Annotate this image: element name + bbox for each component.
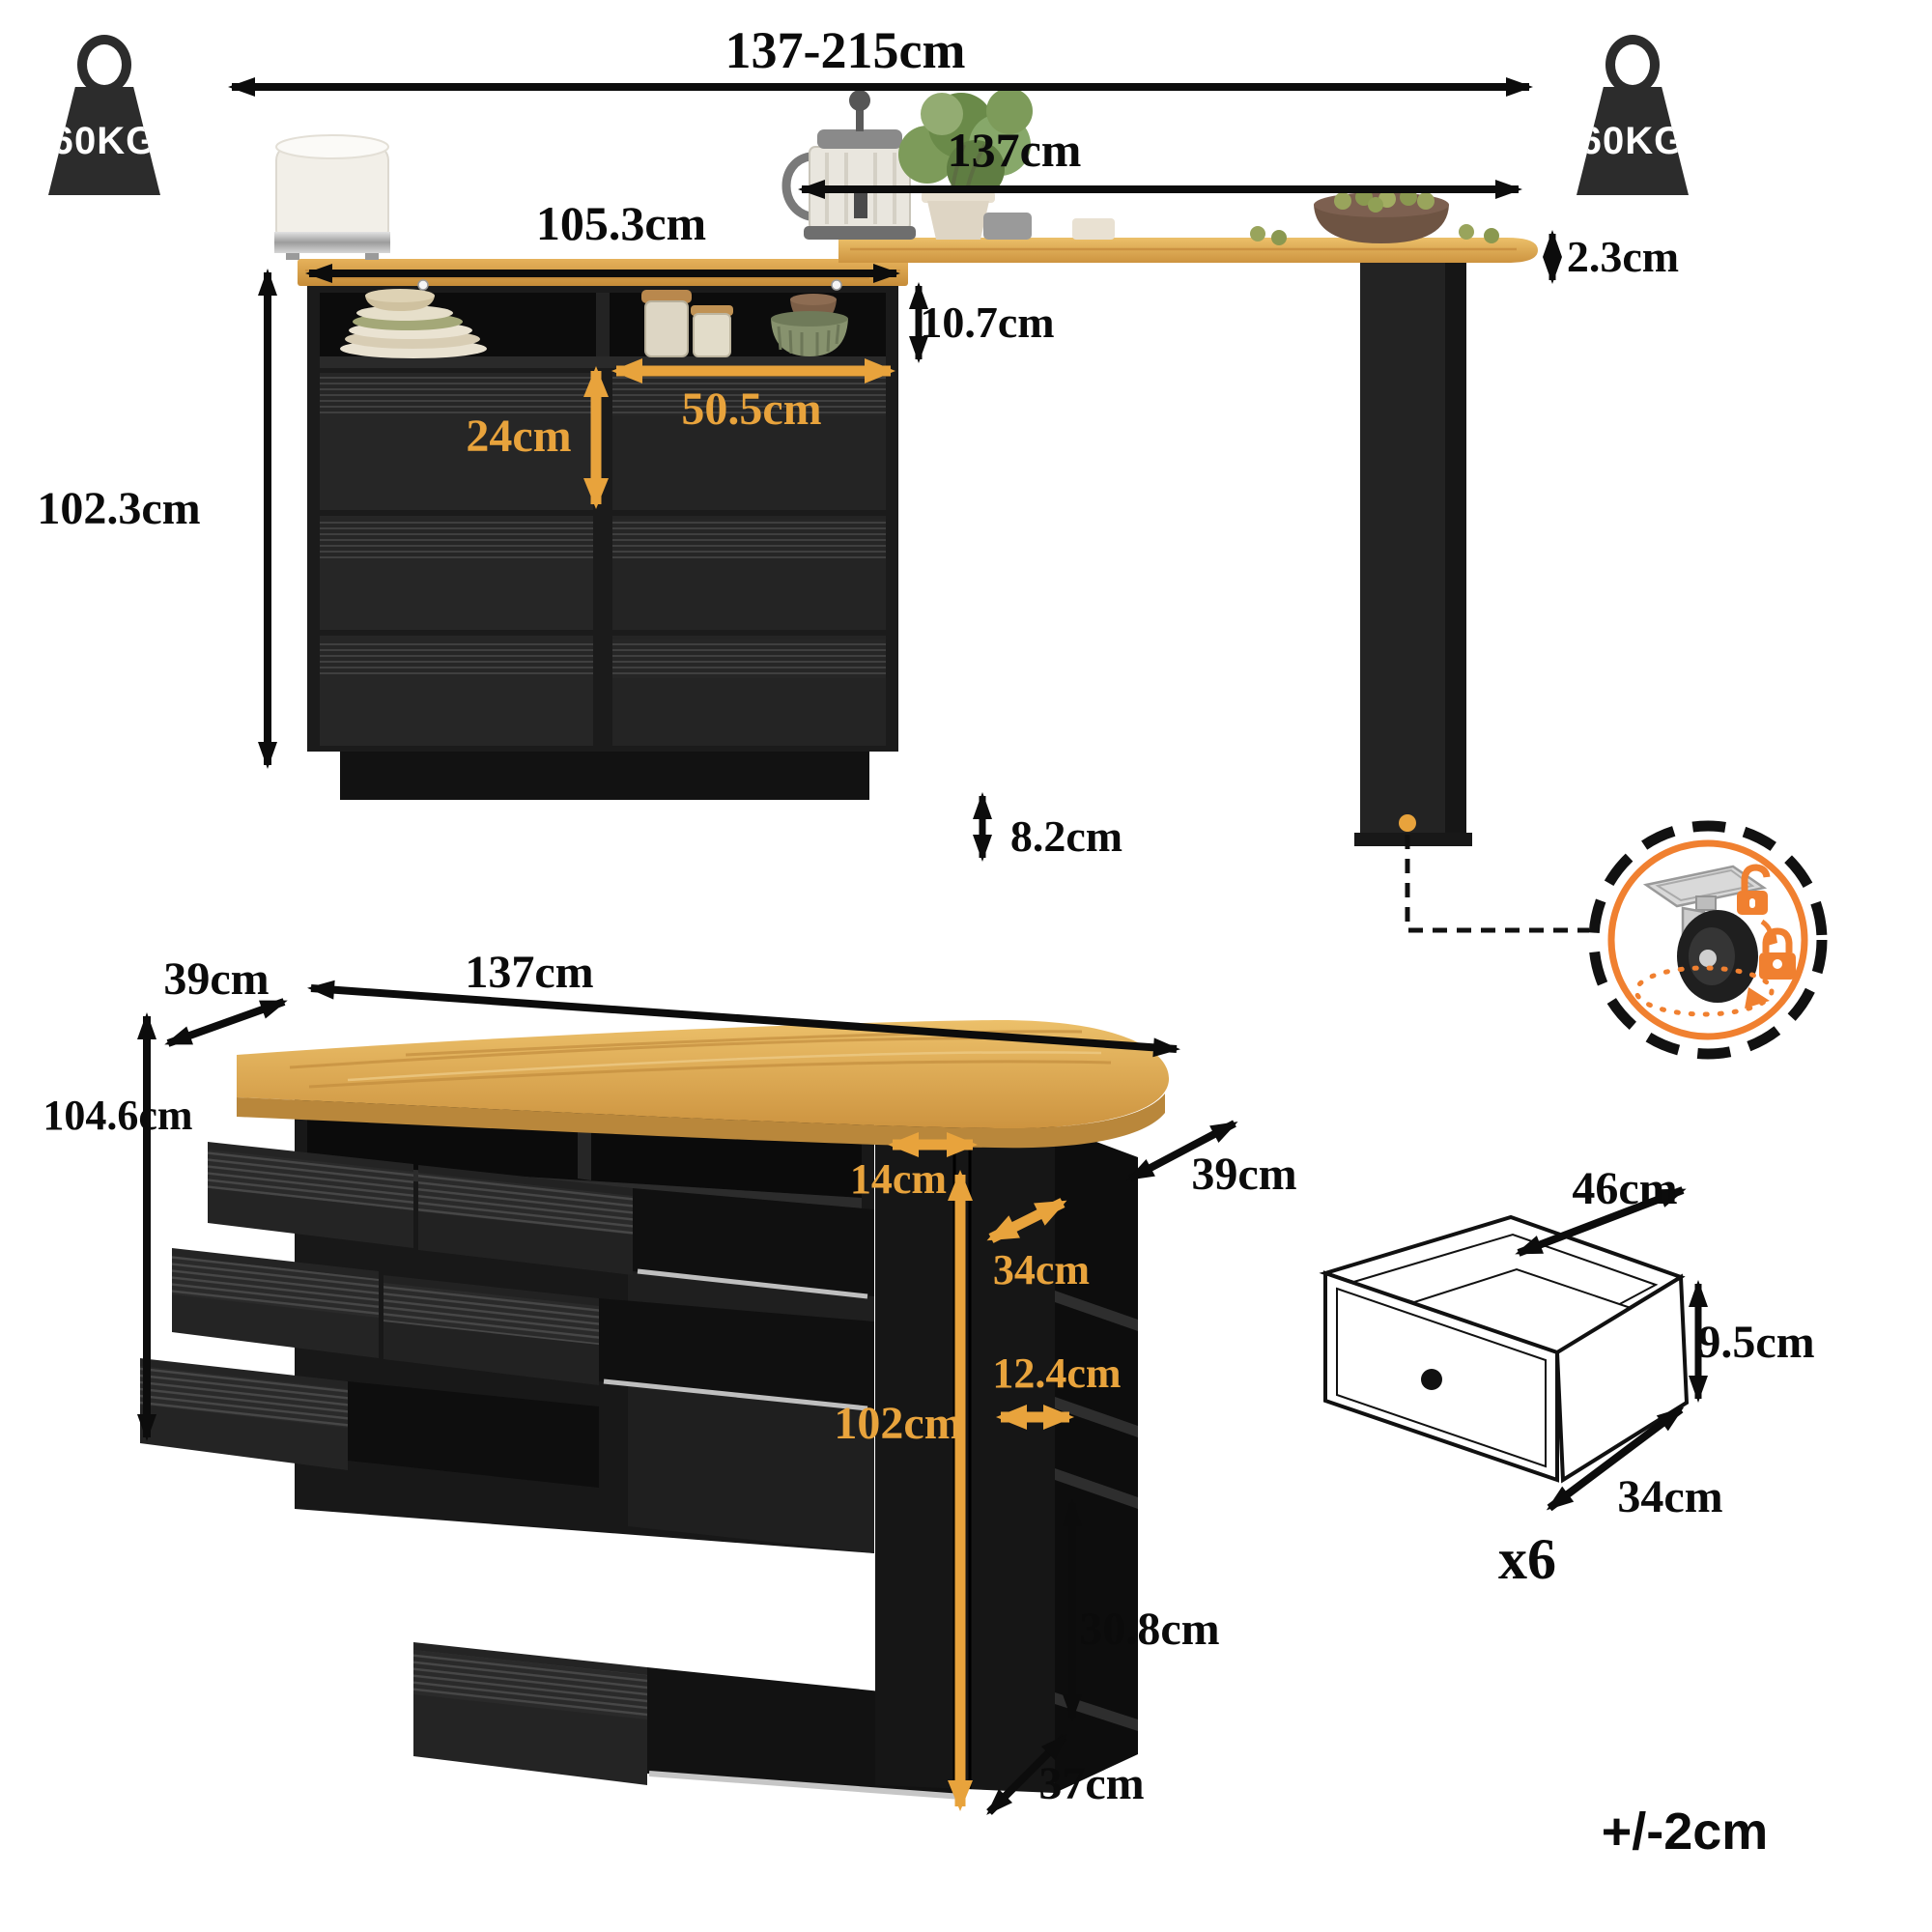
bar-leg-foot	[1354, 833, 1472, 846]
dim-arrow-side-top-depth	[986, 1198, 1067, 1243]
dim-arrow-drawer-width	[1515, 1186, 1687, 1257]
dim-label-bar-top-length: 137cm	[947, 123, 1082, 177]
drawer-knob	[1421, 1369, 1442, 1390]
dim-arrow-side-base-depth	[986, 1734, 1067, 1815]
dim-label-drawer-depth: 34cm	[1617, 1471, 1723, 1522]
dim-label-extension-range: 137-215cm	[724, 21, 966, 79]
unlock-icon	[1737, 864, 1771, 915]
dim-label-drawer-height: 9.5cm	[1697, 1317, 1815, 1368]
rotation-arrow-icon	[1634, 965, 1775, 1017]
shelf-divider	[596, 293, 610, 356]
dim-arrow-top-depth-left	[164, 998, 288, 1047]
dim-label-cabinet-height: 102.3cm	[37, 483, 201, 534]
dim-label-drawer-width: 46cm	[1572, 1163, 1678, 1214]
weight-capacity-label: 60KG	[1579, 119, 1686, 162]
hook-screw	[417, 279, 429, 291]
drawer-wireframe	[1319, 1214, 1690, 1484]
callout-connector	[1405, 835, 1589, 933]
dim-label-drawer-section-width: 50.5cm	[681, 384, 822, 435]
side-shelves	[1055, 1291, 1138, 1731]
dim-label-top-length: 137cm	[465, 947, 594, 998]
weight-icon: 60KG	[1577, 35, 1689, 195]
kitchen-island-perspective-view	[140, 1019, 1170, 1800]
potted-plant	[898, 88, 1033, 240]
rotation-arrowhead	[1745, 987, 1770, 1009]
drawer-quantity-label: x6	[1498, 1527, 1556, 1591]
dim-arrow-top-depth-right	[1126, 1120, 1238, 1182]
dim-label-total-height: 104.6cm	[43, 1092, 193, 1139]
small-vessels	[983, 213, 1115, 240]
open-drawer-fronts	[140, 1142, 647, 1785]
dim-arrow-drawer-depth	[1546, 1406, 1685, 1512]
white-canister	[274, 134, 390, 260]
dim-label-tabletop-thickness: 2.3cm	[1566, 232, 1680, 281]
bar-table-leg-edge	[1445, 263, 1466, 838]
dim-label-plinth-height: 8.2cm	[1009, 811, 1123, 861]
weight-icon: 60KG	[48, 35, 160, 195]
weight-icon-handle	[77, 35, 131, 95]
tolerance-note: +/-2cm	[1601, 1803, 1769, 1861]
dim-label-side-clearance: 14cm	[849, 1155, 948, 1203]
dim-label-open-shelf-height: 10.7cm	[920, 298, 1055, 347]
dim-label-shelf-section-height: 30.8cm	[1079, 1604, 1220, 1655]
dim-label-shelf-inner-width: 12.4cm	[992, 1350, 1122, 1397]
weight-icon-handle	[1605, 35, 1660, 95]
dim-label-side-top-depth: 34cm	[992, 1246, 1091, 1293]
dim-label-top-depth-left: 39cm	[163, 953, 270, 1005]
dim-label-side-base-depth: 37cm	[1038, 1758, 1145, 1809]
kitchen-island-front-view	[274, 88, 1589, 933]
french-press	[781, 90, 916, 240]
side-shelf-unit	[1055, 1126, 1138, 1793]
dimension-arrows-orange	[583, 358, 1074, 1811]
bowl-of-olives	[1250, 188, 1499, 245]
cabinet-plinth	[340, 752, 869, 800]
caster-position-dot	[1399, 814, 1416, 832]
dimension-arrows	[137, 77, 1708, 1815]
dim-label-drawer-section-height: 24cm	[466, 411, 572, 462]
weight-capacity-label: 60KG	[51, 119, 157, 162]
hook-screw	[831, 279, 842, 291]
dim-label-top-depth-right: 39cm	[1191, 1149, 1297, 1200]
stacked-plates	[340, 289, 487, 358]
dim-arrow-top-length	[307, 980, 1180, 1058]
lock-icon	[1759, 927, 1796, 980]
dim-label-cabinet-top-width: 105.3cm	[535, 196, 707, 250]
drawer-fronts	[320, 373, 886, 746]
jars-and-bowls	[641, 290, 848, 357]
caster-detail-callout	[1588, 820, 1828, 1060]
dim-label-island-height: 102cm	[834, 1398, 963, 1449]
